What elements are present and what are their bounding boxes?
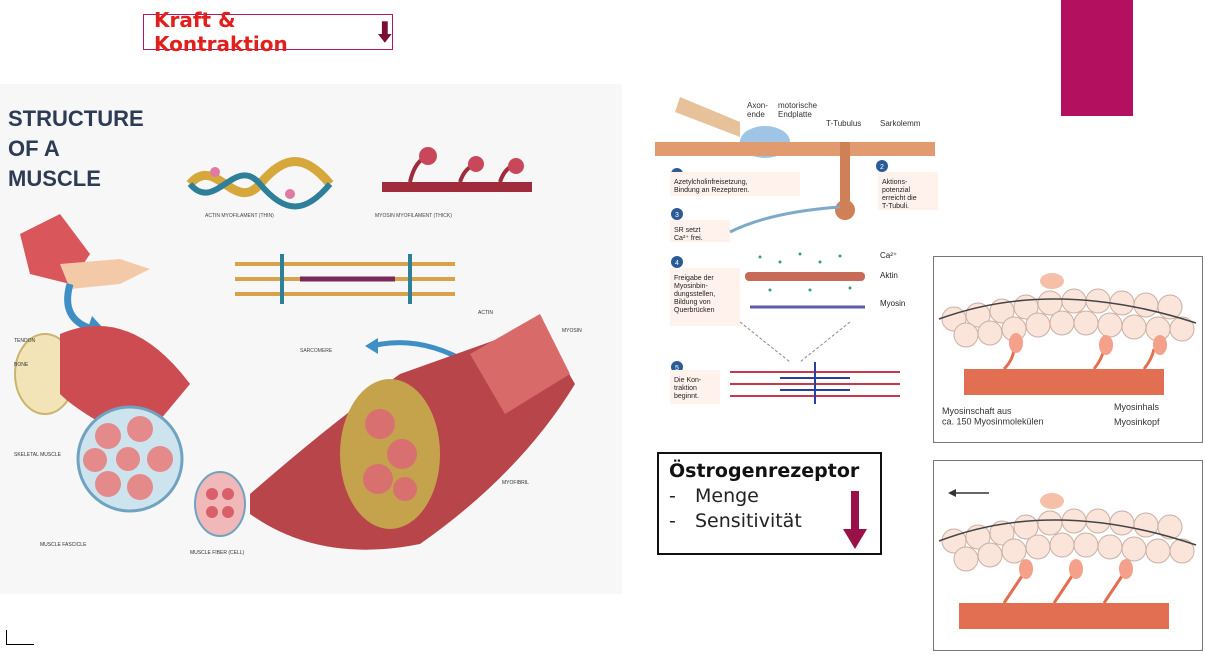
accent-bar (1061, 0, 1133, 116)
heading-line-1: STRUCTURE (8, 106, 144, 131)
muscle-fiber (195, 472, 245, 536)
tendon-label: TENDON (14, 338, 36, 344)
myosinkopf-label: Myosinkopf (1114, 417, 1160, 427)
arrow-down-icon (843, 491, 867, 551)
muscle-structure-diagram: STRUCTURE OF A MUSCLE ACTIN MYOFILAMENT … (0, 84, 622, 594)
ttubulus-label: T-Tubulus (826, 119, 861, 128)
actin-filament-label: ACTIN MYOFILAMENT (THIN) (205, 213, 274, 219)
ca-legend: Ca²⁺ (880, 251, 897, 260)
slide-title: Kraft & Kontraktion (154, 8, 370, 56)
sarkolemm-label: Sarkolemm (880, 119, 921, 128)
estrogen-receptor-box: Östrogenrezeptor -Menge -Sensitivität (657, 452, 882, 555)
step-3-number: 3 (675, 212, 679, 219)
arrow-down-icon (378, 20, 392, 44)
step-1-text: Azetylcholinfreisetzung,Bindung an Rezep… (674, 179, 750, 194)
step-4-number: 4 (675, 260, 679, 267)
myofibril-label: MYOFIBRIL (502, 480, 529, 486)
actin-right-label: ACTIN (478, 310, 493, 316)
myosin-legend: Myosin (880, 299, 905, 308)
myosin-right-label: MYOSIN (562, 328, 582, 334)
text-cursor (6, 630, 7, 645)
step-2-number: 2 (880, 164, 884, 171)
myosin-filament-label: MYOSIN MYOFILAMENT (THICK) (375, 213, 452, 219)
slide-title-box: Kraft & Kontraktion (143, 14, 393, 50)
muscle-fascicle (78, 407, 182, 511)
skeletal-muscle-label: SKELETAL MUSCLE (14, 452, 62, 458)
power-stroke-illustration (934, 461, 1202, 650)
heading-line-2: OF A (8, 136, 60, 161)
aktin-legend: Aktin (880, 271, 898, 280)
bone-label: BONE (14, 362, 29, 368)
fascicle-label: MUSCLE FASCICLE (40, 542, 87, 548)
sarcomere-label: SARCOMERE (300, 348, 333, 354)
fiber-label: MUSCLE FIBER (CELL) (190, 550, 245, 556)
estrogen-item-sensitivitaet: -Sensitivität (669, 510, 870, 532)
muscle-structure-illustration: STRUCTURE OF A MUSCLE ACTIN MYOFILAMENT … (0, 84, 622, 594)
estrogen-title: Östrogenrezeptor (669, 460, 870, 482)
text-cursor-underline (6, 644, 34, 645)
power-stroke-panel (933, 460, 1203, 651)
estrogen-item-menge: -Menge (669, 485, 870, 507)
heading-line-3: MUSCLE (8, 166, 101, 191)
myosinhals-label: Myosinhals (1114, 402, 1160, 412)
